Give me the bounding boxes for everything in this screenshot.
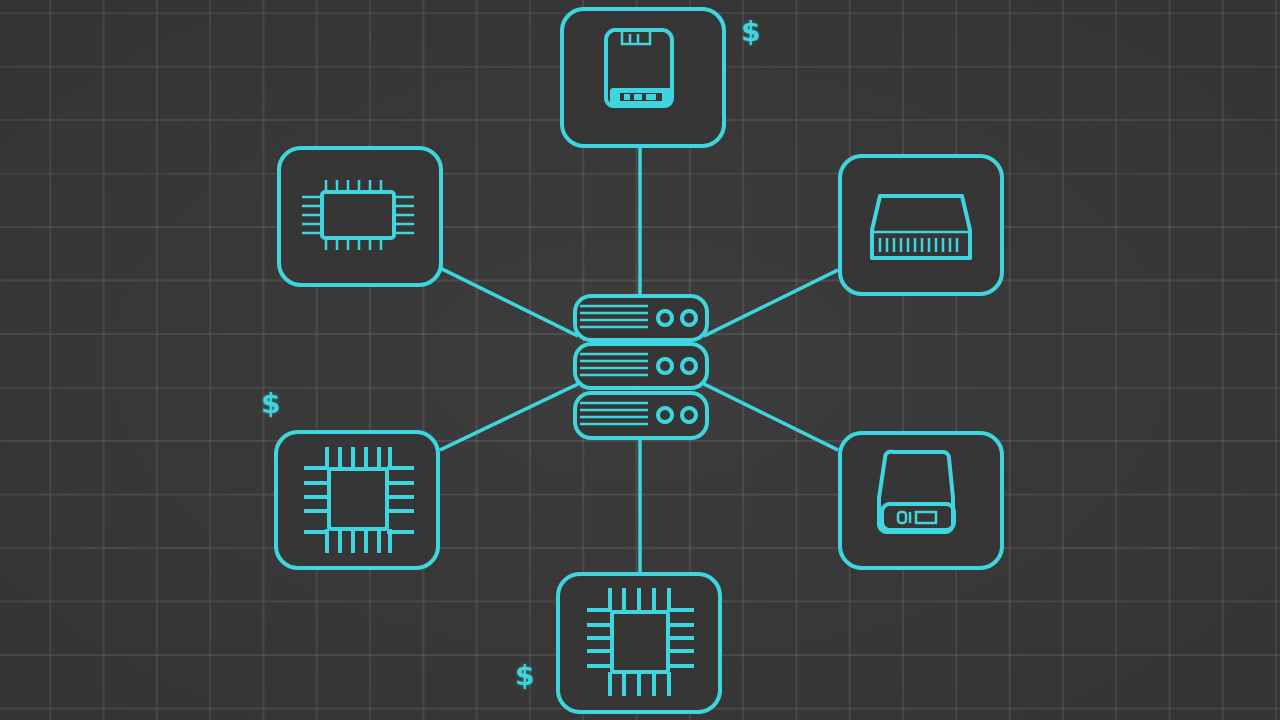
cpu-chip-wide-icon (302, 180, 414, 250)
node-cpu-chip-lower-left[interactable] (276, 432, 438, 568)
node-cpu-chip-bottom[interactable] (558, 574, 720, 712)
edges (439, 148, 839, 574)
node-bottom (556, 572, 722, 714)
cpu-chip-icon (587, 588, 694, 696)
node-upper-left (277, 146, 443, 287)
node-server-hub[interactable] (575, 296, 707, 438)
edge-lower-left (439, 382, 579, 452)
node-lower-right (838, 431, 1004, 570)
node-upper-right (838, 154, 1004, 296)
node-floppy-disk[interactable] (562, 9, 724, 146)
edge-lower-right (703, 382, 839, 452)
hard-drive-icon (870, 194, 972, 260)
dollar-sign-icon: $ (515, 659, 535, 692)
floppy-disk-icon (604, 28, 674, 108)
edge-upper-left (439, 266, 579, 338)
node-lower-left (274, 430, 440, 570)
dollar-sign-icon: $ (261, 387, 281, 420)
server-unit (573, 391, 709, 440)
node-hard-drive[interactable] (840, 156, 1002, 294)
node-top (560, 7, 726, 148)
dollar-sign-icon: $ (741, 15, 761, 48)
server-unit (573, 294, 709, 342)
server-unit (573, 342, 709, 390)
node-cpu-chip-upper-left[interactable] (279, 148, 441, 285)
external-drive-icon (877, 449, 956, 534)
server-rack-icon (573, 294, 709, 440)
node-external-drive[interactable] (840, 433, 1002, 568)
edge-upper-right (703, 268, 839, 338)
cpu-chip-icon (304, 447, 414, 553)
